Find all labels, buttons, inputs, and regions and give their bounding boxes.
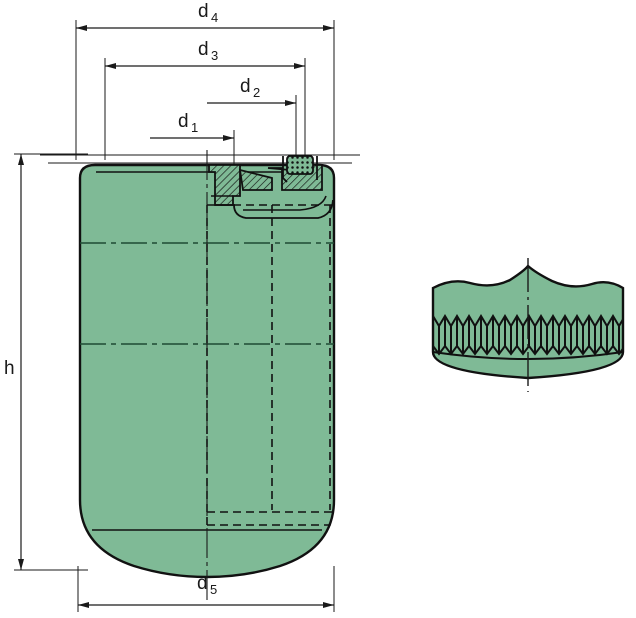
dimension-d1: d 1 [150,111,235,168]
dimension-h: h [4,153,88,571]
arrowhead-d5-right [323,602,334,608]
arrowhead-d3-left [105,63,116,69]
knurl-teeth-group [433,314,623,356]
dimension-label-d2: d [240,76,251,97]
dimension-d2: d 2 [207,76,297,162]
dimension-label-d3: d [198,39,209,60]
dimension-subscript-d1: 1 [191,120,198,135]
dimension-d5: d 5 [77,566,335,612]
dimension-d3: d 3 [104,39,306,160]
arrowhead-h-top [18,154,24,165]
dimension-label-d5: d [197,573,208,594]
seal-plate-assembly [208,155,334,219]
arrowhead-d2-right [285,100,296,106]
arrowhead-d3-right [294,63,305,69]
main-view-filter-canister [40,150,360,600]
knurl-flute-lines [433,316,620,354]
arrowhead-d5-left [78,602,89,608]
dimension-subscript-d3: 3 [211,48,218,63]
arrowhead-d4-left [76,25,87,31]
arrowhead-d4-right [323,25,334,31]
arrowhead-h-bottom [18,559,24,570]
dimension-subscript-d5: 5 [210,582,217,597]
detail-view-knurl-band [431,258,625,392]
dimension-subscript-d4: 4 [211,10,218,25]
dimension-label-d4: d [198,1,209,22]
dimension-label-h: h [4,358,15,379]
anti-drain-membrane-line [233,199,334,219]
dimension-d4: d 4 [75,1,335,160]
gasket-retaining-lip-inner [282,156,288,183]
tapped-plate-section [238,168,273,191]
membrane-secondary-line [243,195,327,211]
arrowhead-d1-right [223,135,234,141]
rubber-gasket-section [286,155,314,175]
dimension-label-d1: d [178,111,189,132]
dimension-subscript-d2: 2 [253,85,260,100]
